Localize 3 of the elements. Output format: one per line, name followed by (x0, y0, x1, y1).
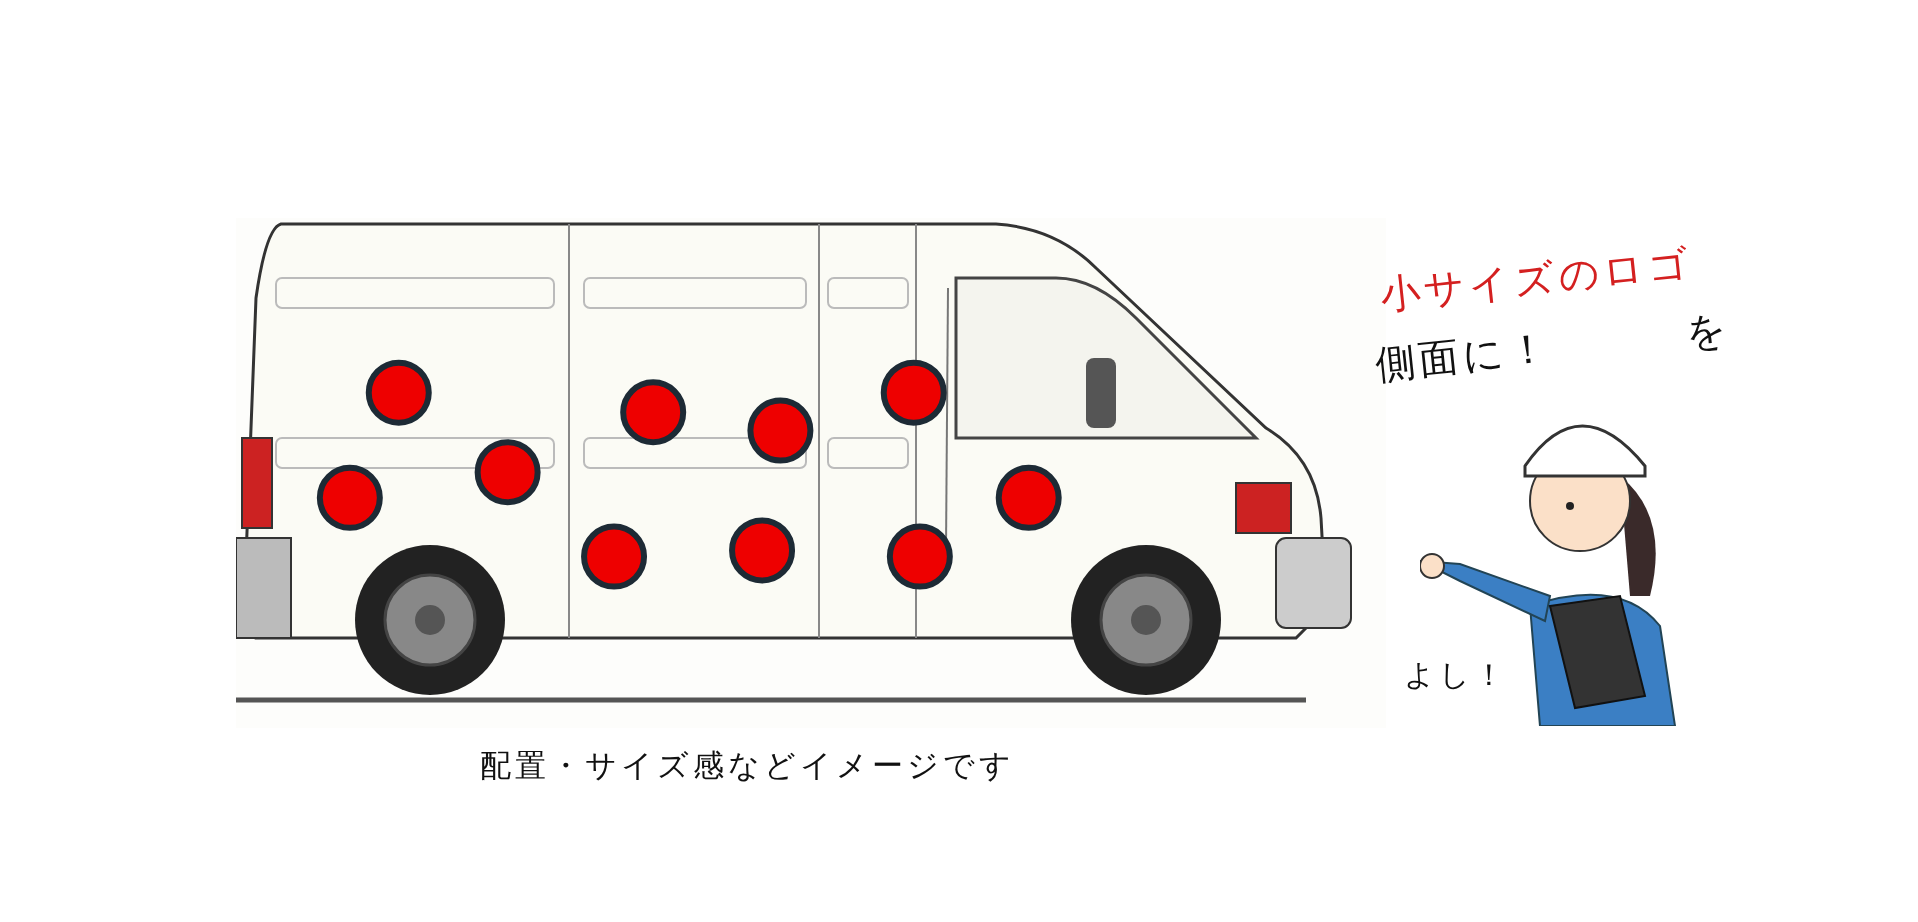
speech-text: よし！ (1404, 656, 1508, 694)
heading-text: 側面に！ (1372, 322, 1555, 391)
caption: 配置・サイズ感などイメージです (480, 746, 1015, 785)
